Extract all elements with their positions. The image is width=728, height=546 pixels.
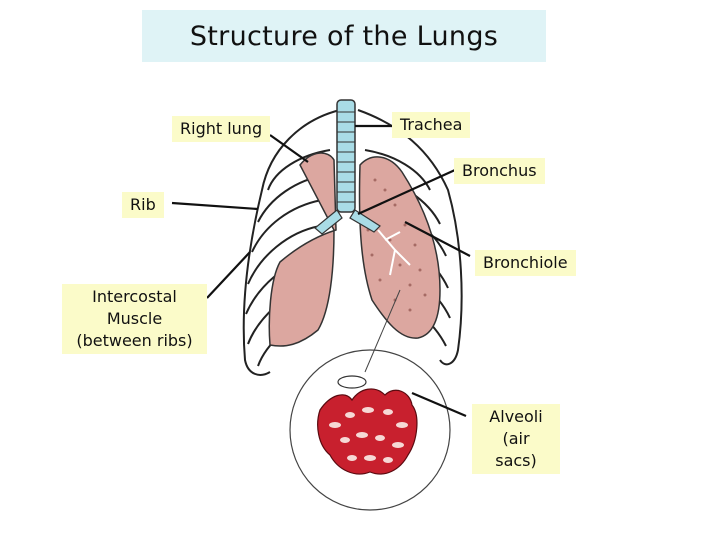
- leader-right-lung: [269, 134, 309, 163]
- label-bronchus: Bronchus: [454, 158, 545, 184]
- label-right-lung: Right lung: [172, 116, 271, 142]
- label-right-lung-text: Right lung: [180, 119, 263, 138]
- label-bronchiole: Bronchiole: [475, 250, 576, 276]
- label-alveoli: Alveoli (air sacs): [472, 404, 560, 474]
- label-intercostal-muscle: Intercostal Muscle (between ribs): [62, 284, 207, 354]
- label-alveoli-line2: (air sacs): [495, 429, 537, 470]
- bronchiole-branches: [377, 229, 411, 276]
- leader-rib: [171, 201, 259, 211]
- leader-bronchiole: [404, 221, 471, 257]
- label-intercostal-line2: Muscle: [106, 309, 163, 328]
- label-trachea-text: Trachea: [400, 115, 463, 134]
- left-lung-shape: [358, 156, 441, 339]
- label-rib: Rib: [122, 192, 164, 218]
- title-banner: Structure of the Lungs: [142, 10, 546, 62]
- leader-lines: [171, 124, 471, 418]
- page-title: Structure of the Lungs: [189, 20, 499, 52]
- label-trachea: Trachea: [392, 112, 471, 138]
- leader-bronchus: [357, 168, 456, 216]
- label-bronchus-text: Bronchus: [462, 161, 537, 180]
- label-intercostal-line1: Intercostal: [92, 287, 177, 306]
- right-lung-shape: [268, 152, 337, 347]
- label-rib-text: Rib: [130, 195, 156, 214]
- label-intercostal-line3: (between ribs): [76, 331, 193, 350]
- leader-intercostal: [206, 251, 251, 299]
- alveoli-magnification: [289, 289, 451, 511]
- label-bronchiole-text: Bronchiole: [483, 253, 568, 272]
- trachea-shape: [314, 99, 381, 235]
- label-alveoli-line1: Alveoli: [489, 407, 543, 426]
- leader-alveoli: [411, 391, 467, 418]
